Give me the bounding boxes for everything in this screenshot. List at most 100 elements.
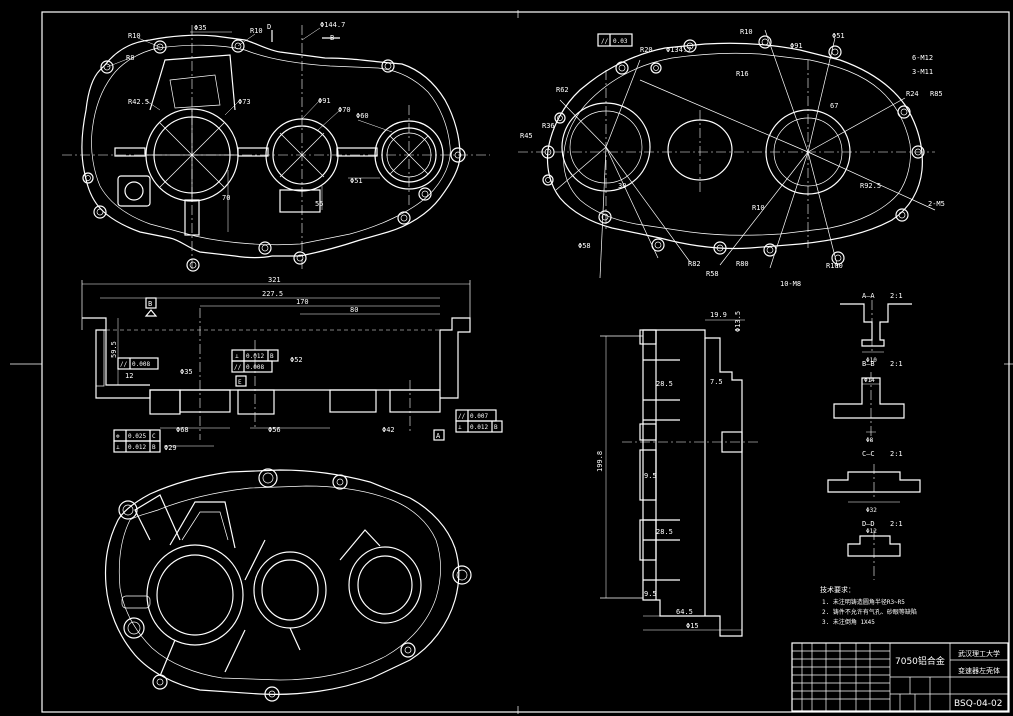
dim-side-4: 199.8 [596, 451, 604, 472]
svg-text:A—A: A—A [862, 292, 875, 300]
title-block: 7050铝合金 武汉理工大学 变速器左壳体 BSQ-04-02 [791, 642, 1009, 712]
technical-requirements: 技术要求： 1. 未注明铸造圆角半径R3~R5 2. 铸件不允许有气孔、砂眼等缺… [820, 585, 917, 626]
svg-text:B: B [152, 444, 156, 451]
dim-tr-2: R10 [740, 28, 753, 36]
dim-tr-11: R36 [542, 122, 555, 130]
dim-tr-15: Φ58 [578, 242, 591, 250]
svg-text:B—B: B—B [862, 360, 875, 368]
dim-sv-10: Φ29 [164, 444, 177, 452]
dim-side-2: 28.5 [656, 380, 673, 388]
dim-tr-0: R20 [640, 46, 653, 54]
dim-sv-3: 80 [350, 306, 358, 314]
svg-text:Φ12: Φ12 [866, 528, 877, 535]
dim-tl-11: Φ60 [356, 112, 369, 120]
svg-text:Φ8: Φ8 [866, 437, 874, 444]
svg-text:2:1: 2:1 [890, 360, 903, 368]
dim-tr-13: R92.5 [860, 182, 881, 190]
detail-b: B—B 2:1 Φ14 Φ8 [833, 360, 905, 444]
dim-tr-9: R62 [556, 86, 569, 94]
dim-sv-0: 321 [268, 276, 281, 284]
dim-sv-9: Φ68 [176, 426, 189, 434]
dim-sv-11: Φ35 [180, 368, 193, 376]
dim-side-1: Φ13.5 [734, 311, 742, 332]
dim-tr-8: R85 [930, 90, 943, 98]
dim-tl-7: B [330, 34, 334, 42]
dim-tr-21: 2-M5 [928, 200, 945, 208]
dim-side-5: 9.5 [644, 472, 657, 480]
dim-sv-4: 59.5 [110, 341, 118, 358]
dim-side-7: 9.5 [644, 590, 657, 598]
dim-tr-1: Φ134.7 [666, 46, 691, 54]
svg-text:Φ10: Φ10 [866, 357, 877, 364]
dim-tl-14: 70 [222, 194, 230, 202]
dim-tl-1: R8 [126, 54, 134, 62]
datum-b: B [148, 300, 152, 308]
dim-side-3: 7.5 [710, 378, 723, 386]
dim-tl-6: Φ144.7 [320, 21, 345, 29]
svg-text://: // [234, 364, 242, 371]
svg-text://: // [458, 413, 466, 420]
dim-tl-10: Φ70 [338, 106, 351, 114]
svg-text:0.007: 0.007 [470, 413, 488, 420]
top-right-rear-view: // 0.03 R20 Φ134.7 R10 Φ91 Φ51 6-M12 3-M… [518, 28, 945, 288]
dim-tr-12: R16 [736, 70, 749, 78]
sheet-border [10, 10, 1013, 714]
svg-text:⊥: ⊥ [235, 353, 239, 360]
svg-text:Φ32: Φ32 [866, 507, 877, 514]
svg-text:B: B [494, 424, 498, 431]
dim-tl-3: Φ35 [194, 24, 207, 32]
dim-tl-0: R10 [128, 32, 141, 40]
svg-text:B: B [270, 353, 274, 360]
dim-sv-7: Φ52 [290, 356, 303, 364]
svg-text:0.012: 0.012 [246, 353, 264, 360]
tech-heading: 技术要求： [820, 585, 855, 594]
dim-tl-8: Φ73 [238, 98, 251, 106]
top-left-front-view: R10 R8 R42.5 Φ35 R10 D Φ144.7 B Φ73 Φ91 … [62, 21, 490, 272]
dim-tl-5: D [267, 23, 271, 31]
svg-text:0.025: 0.025 [128, 433, 146, 440]
side-view: 19.9 Φ13.5 28.5 7.5 199.8 9.5 28.5 9.5 6… [596, 311, 760, 637]
svg-text:3. 未注倒角 1X45: 3. 未注倒角 1X45 [822, 618, 875, 626]
dim-side-9: Φ15 [686, 622, 699, 630]
svg-text:1. 未注明铸造圆角半径R3~R5: 1. 未注明铸造圆角半径R3~R5 [822, 598, 905, 606]
dim-tr-5: 6-M12 [912, 54, 933, 62]
dim-tr-20: 10-M8 [780, 280, 801, 288]
svg-text:C—C: C—C [862, 450, 875, 458]
svg-text:2:1: 2:1 [890, 292, 903, 300]
dim-side-0: 19.9 [710, 311, 727, 319]
fcf-top-right [597, 33, 633, 47]
detail-d: D—D 2:1 Φ12 [847, 520, 903, 580]
svg-text:⊚: ⊚ [116, 433, 120, 440]
svg-text:0.008: 0.008 [246, 364, 264, 371]
dim-sv-5: 12 [125, 372, 133, 380]
svg-text://: // [601, 38, 609, 45]
svg-text:D—D: D—D [862, 520, 875, 528]
svg-text:2. 铸件不允许有气孔、砂眼等缺陷: 2. 铸件不允许有气孔、砂眼等缺陷 [822, 608, 917, 616]
isometric-view [104, 468, 472, 702]
dim-tr-16: R82 [688, 260, 701, 268]
dim-tl-13: 55 [315, 200, 323, 208]
svg-text://: // [120, 361, 128, 368]
datum-a: A [436, 432, 441, 440]
dim-tr-23: 67 [830, 102, 838, 110]
detail-c: C—C 2:1 Φ32 [827, 450, 921, 514]
detail-a: A—A 2:1 Φ10 [840, 292, 912, 364]
title-drawing-no: BSQ-04-02 [954, 699, 1002, 709]
title-material: 7050铝合金 [895, 655, 945, 667]
svg-text:2:1: 2:1 [890, 520, 903, 528]
svg-text:0.012: 0.012 [470, 424, 488, 431]
dim-sv-2: 170 [296, 298, 309, 306]
dim-tr-14: R10 [752, 204, 765, 212]
dim-tr-19: R100 [826, 262, 843, 270]
fcf-top-right-value: 0.03 [613, 38, 628, 45]
dim-sv-6: Φ42 [382, 426, 395, 434]
section-view: 321 227.5 170 80 B // 0.008 ⊥ 0.012 B [81, 276, 503, 453]
svg-text:0.012: 0.012 [128, 444, 146, 451]
dim-tr-6: 3-M11 [912, 68, 933, 76]
dim-tl-4: R10 [250, 27, 263, 35]
title-part-name: 变速器左壳体 [958, 666, 1000, 675]
dim-tr-18: R80 [736, 260, 749, 268]
dim-sv-8: Φ56 [268, 426, 281, 434]
dim-side-8: 64.5 [676, 608, 693, 616]
